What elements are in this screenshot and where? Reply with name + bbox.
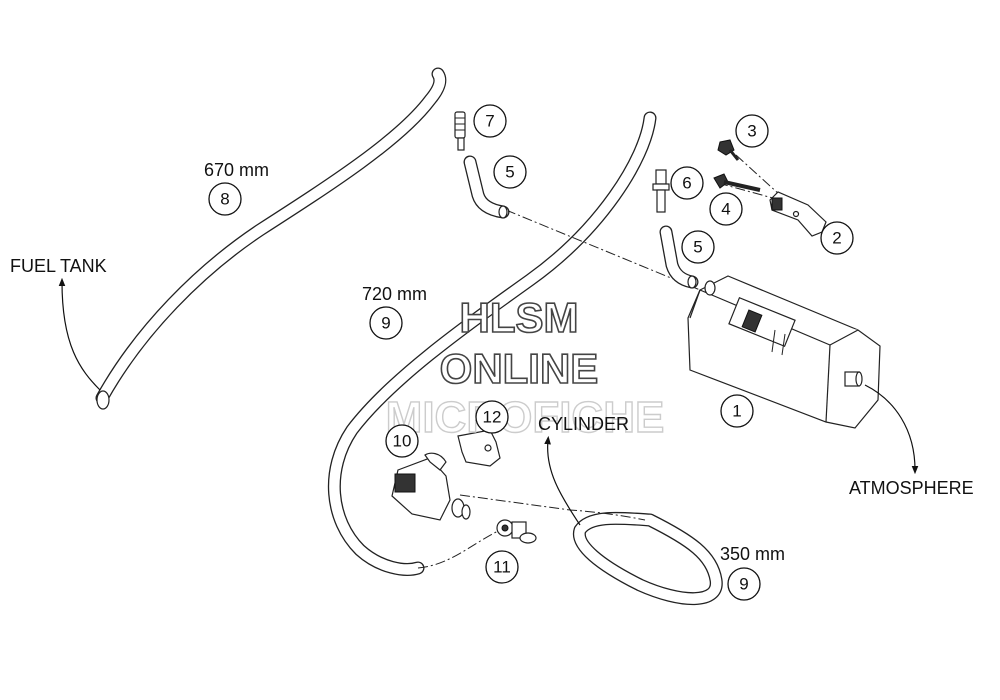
watermark-line-3: MICROFICHE (386, 393, 665, 442)
svg-text:11: 11 (493, 558, 511, 577)
fuel-tank-label: FUEL TANK (10, 256, 107, 276)
length-670-label: 670 mm (204, 160, 269, 180)
callout-5-lower: 5 (681, 230, 715, 264)
length-350-label: 350 mm (720, 544, 785, 564)
length-720-label: 720 mm (362, 284, 427, 304)
bolt-part-4 (713, 173, 761, 192)
svg-text:10: 10 (393, 432, 412, 451)
svg-text:9: 9 (381, 314, 390, 333)
cylinder-arrow (544, 435, 581, 526)
watermark: MICROFICHE HLSM ONLINE (385, 293, 665, 443)
callout-11: 11 (485, 550, 519, 584)
fitting-part-11 (496, 519, 537, 544)
callout-10: 10 (385, 424, 419, 458)
svg-text:9: 9 (739, 575, 748, 594)
svg-text:3: 3 (747, 122, 756, 141)
atmosphere-label: ATMOSPHERE (849, 478, 974, 498)
svg-text:8: 8 (220, 190, 229, 209)
callout-9-upper: 9 (369, 306, 403, 340)
svg-text:12: 12 (483, 408, 502, 427)
purge-valve-part-10 (391, 452, 471, 521)
hose-end-ring (96, 390, 110, 410)
svg-text:5: 5 (505, 163, 514, 182)
callout-7: 7 (473, 104, 507, 138)
fitting-part-7 (454, 111, 466, 151)
callout-5-upper: 5 (493, 155, 527, 189)
hose-720mm (327, 111, 657, 576)
elbow-hose-part-5-upper (463, 155, 510, 219)
svg-text:2: 2 (832, 229, 841, 248)
fuel-tank-arrow (58, 277, 101, 391)
atmosphere-arrow (864, 384, 919, 475)
callout-1: 1 (720, 394, 754, 428)
hose-670mm (95, 67, 447, 410)
elbow-hose-part-5-lower (659, 225, 699, 289)
watermark-line-1: HLSM (460, 294, 579, 341)
screw-part-3 (717, 139, 740, 161)
callout-6: 6 (670, 166, 704, 200)
hose-350mm (572, 511, 723, 606)
svg-text:4: 4 (721, 200, 730, 219)
svg-text:7: 7 (485, 112, 494, 131)
bracket-part-2 (769, 191, 827, 237)
connector-part-6 (652, 169, 670, 213)
callout-9-lower: 9 (727, 567, 761, 601)
callout-3: 3 (735, 114, 769, 148)
callout-2: 2 (820, 221, 854, 255)
svg-text:1: 1 (732, 402, 741, 421)
svg-text:6: 6 (682, 174, 691, 193)
evap-canister-part-1 (687, 275, 881, 429)
cylinder-label: CYLINDER (538, 414, 629, 434)
clamp-bracket-part-12 (457, 429, 501, 467)
callout-12: 12 (475, 400, 509, 434)
watermark-line-2: ONLINE (440, 345, 599, 392)
svg-text:5: 5 (693, 238, 702, 257)
callout-8: 8 (208, 182, 242, 216)
callout-4: 4 (709, 192, 743, 226)
